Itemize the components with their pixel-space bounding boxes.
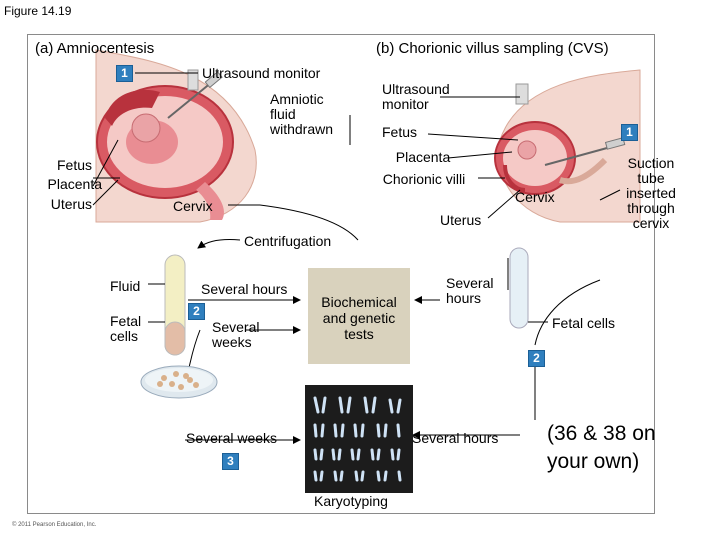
panel-a-title: (a) Amniocentesis [35, 40, 155, 57]
cervix-label-b: Cervix [515, 189, 555, 205]
homework-note: (36 & 38 on your own) [547, 422, 656, 473]
step-2-cvs: 2 [528, 350, 545, 367]
several-weeks-label-a: Several weeks [212, 319, 260, 350]
copyright-notice: © 2011 Pearson Education, Inc. [12, 522, 97, 528]
biochemical-tests-box: Biochemical and genetic tests [308, 268, 410, 364]
several-weeks-label-c: Several weeks [186, 430, 278, 446]
placenta-label-b: Placenta [395, 149, 451, 165]
uterus-label-b: Uterus [440, 212, 482, 228]
uterus-label-a: Uterus [50, 196, 92, 212]
amniotic-fluid-label: Amniotic fluid withdrawn [270, 91, 334, 137]
several-hours-label-c: Several hours [412, 430, 499, 446]
amniocentesis-illustration [95, 49, 257, 223]
step-1-cvs: 1 [621, 124, 638, 141]
panel-b-title: (b) Chorionic villus sampling (CVS) [376, 40, 609, 57]
step-3: 3 [222, 453, 239, 470]
ultrasound-label-a: Ultrasound monitor [202, 65, 321, 81]
placenta-label-a: Placenta [47, 176, 102, 192]
cervix-label-a: Cervix [173, 198, 213, 214]
fetal-cells-label-a: Fetal cells [110, 313, 142, 344]
suction-tube-label: Suction tube inserted through cervix [626, 155, 676, 231]
fetal-cells-label-b: Fetal cells [552, 315, 616, 331]
step-2-amniocentesis: 2 [188, 303, 205, 320]
fetus-label-b: Fetus [382, 124, 418, 140]
several-hours-label-b: Several hours [446, 275, 494, 306]
step-1-amniocentesis: 1 [116, 65, 133, 82]
chorionic-villi-label: Chorionic villi [382, 171, 466, 187]
figure-title: Figure 14.19 [4, 4, 72, 18]
fluid-label: Fluid [110, 278, 141, 294]
several-hours-label-a: Several hours [201, 281, 288, 297]
centrifugation-label: Centrifugation [244, 233, 332, 249]
karyotyping-label: Karyotyping [314, 493, 388, 509]
ultrasound-label-b: Ultrasound monitor [382, 81, 450, 112]
cvs-illustration [494, 69, 641, 223]
fetus-label-a: Fetus [56, 157, 92, 173]
